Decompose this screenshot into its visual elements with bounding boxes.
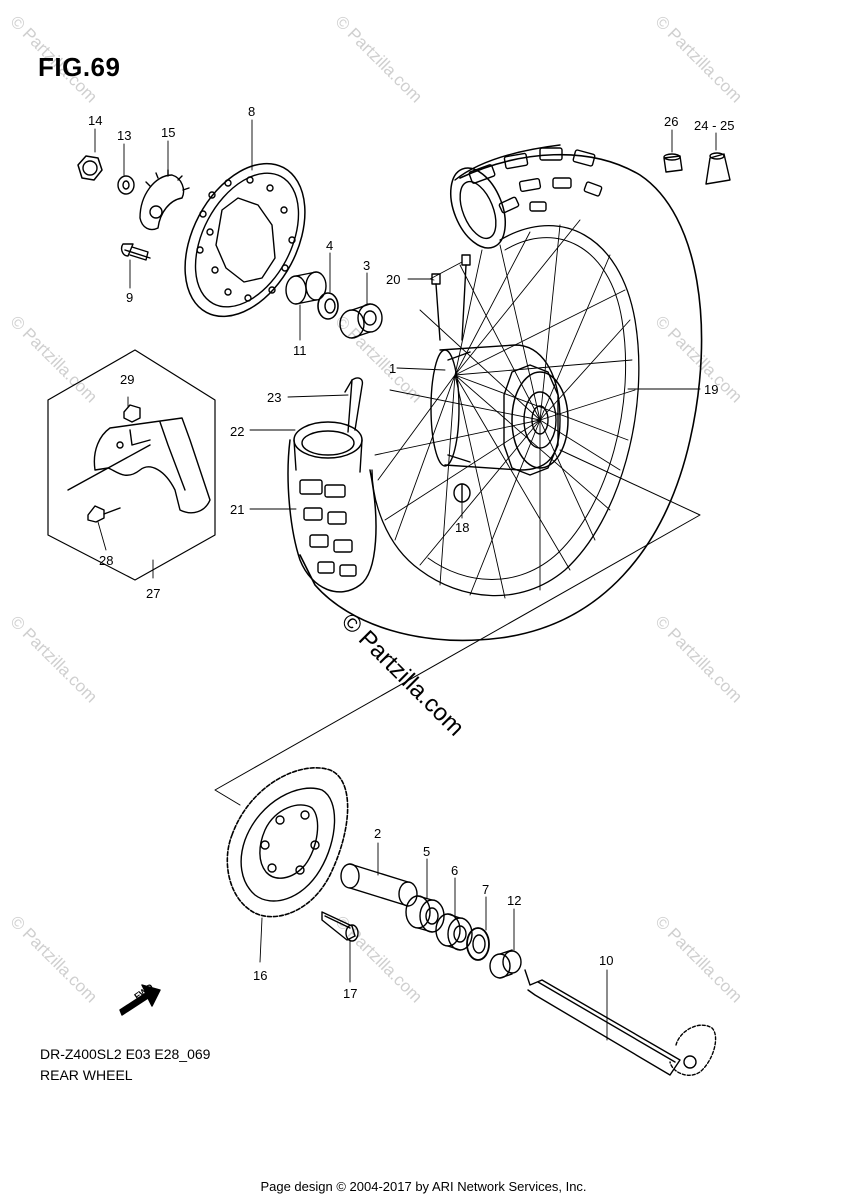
hub-bearing-parts (285, 271, 383, 339)
callout-16: 16 (253, 968, 267, 983)
callout-13: 13 (117, 128, 131, 143)
section-name: REAR WHEEL (40, 1067, 133, 1083)
callout-11: 11 (293, 343, 307, 358)
callout-19: 19 (704, 382, 718, 397)
nut-washer-parts (77, 155, 190, 261)
callout-21: 21 (230, 502, 244, 517)
callout-8: 8 (248, 104, 255, 119)
callout-15: 15 (161, 125, 175, 140)
callout-24-25: 24 - 25 (694, 118, 734, 133)
callout-17: 17 (343, 986, 357, 1001)
assembly-guide-lines (214, 449, 701, 806)
rear-tire (287, 144, 703, 642)
wheel-hub (430, 344, 569, 503)
callout-labels: 14 13 15 8 9 4 3 11 20 1 19 23 22 21 18 … (88, 104, 734, 1002)
callout-1: 1 (389, 361, 396, 376)
model-code: DR-Z400SL2 E03 E28_069 (40, 1046, 211, 1062)
callout-12: 12 (507, 893, 521, 908)
callout-23: 23 (267, 390, 281, 405)
callout-27: 27 (146, 586, 160, 601)
callout-3: 3 (363, 258, 370, 273)
rear-axle (524, 969, 717, 1076)
figure-title: FIG.69 (38, 52, 121, 82)
wheel-spacer (340, 863, 418, 907)
callout-10: 10 (599, 953, 613, 968)
bearing-seal-parts (405, 895, 522, 979)
callout-2: 2 (374, 826, 381, 841)
page-footer: Page design © 2004-2017 by ARI Network S… (260, 1179, 587, 1194)
callout-29: 29 (120, 372, 134, 387)
callout-6: 6 (451, 863, 458, 878)
callout-20: 20 (386, 272, 400, 287)
rear-sprocket (226, 767, 349, 918)
callout-28: 28 (99, 553, 113, 568)
callout-14: 14 (88, 113, 102, 128)
wheel-spokes (374, 219, 636, 599)
callout-5: 5 (423, 844, 430, 859)
callout-9: 9 (126, 290, 133, 305)
callout-4: 4 (326, 238, 333, 253)
callout-18: 18 (455, 520, 469, 535)
callout-7: 7 (482, 882, 489, 897)
leader-lines (94, 119, 717, 1041)
valve-cap-parts (663, 152, 731, 185)
callout-26: 26 (664, 114, 678, 129)
callout-22: 22 (230, 424, 244, 439)
brake-disc (184, 162, 306, 318)
chain-guard-assembly (47, 349, 216, 581)
spoke-nipple-parts (431, 254, 471, 341)
sprocket-bolt (321, 911, 359, 942)
fwd-arrow-icon (119, 984, 161, 1016)
